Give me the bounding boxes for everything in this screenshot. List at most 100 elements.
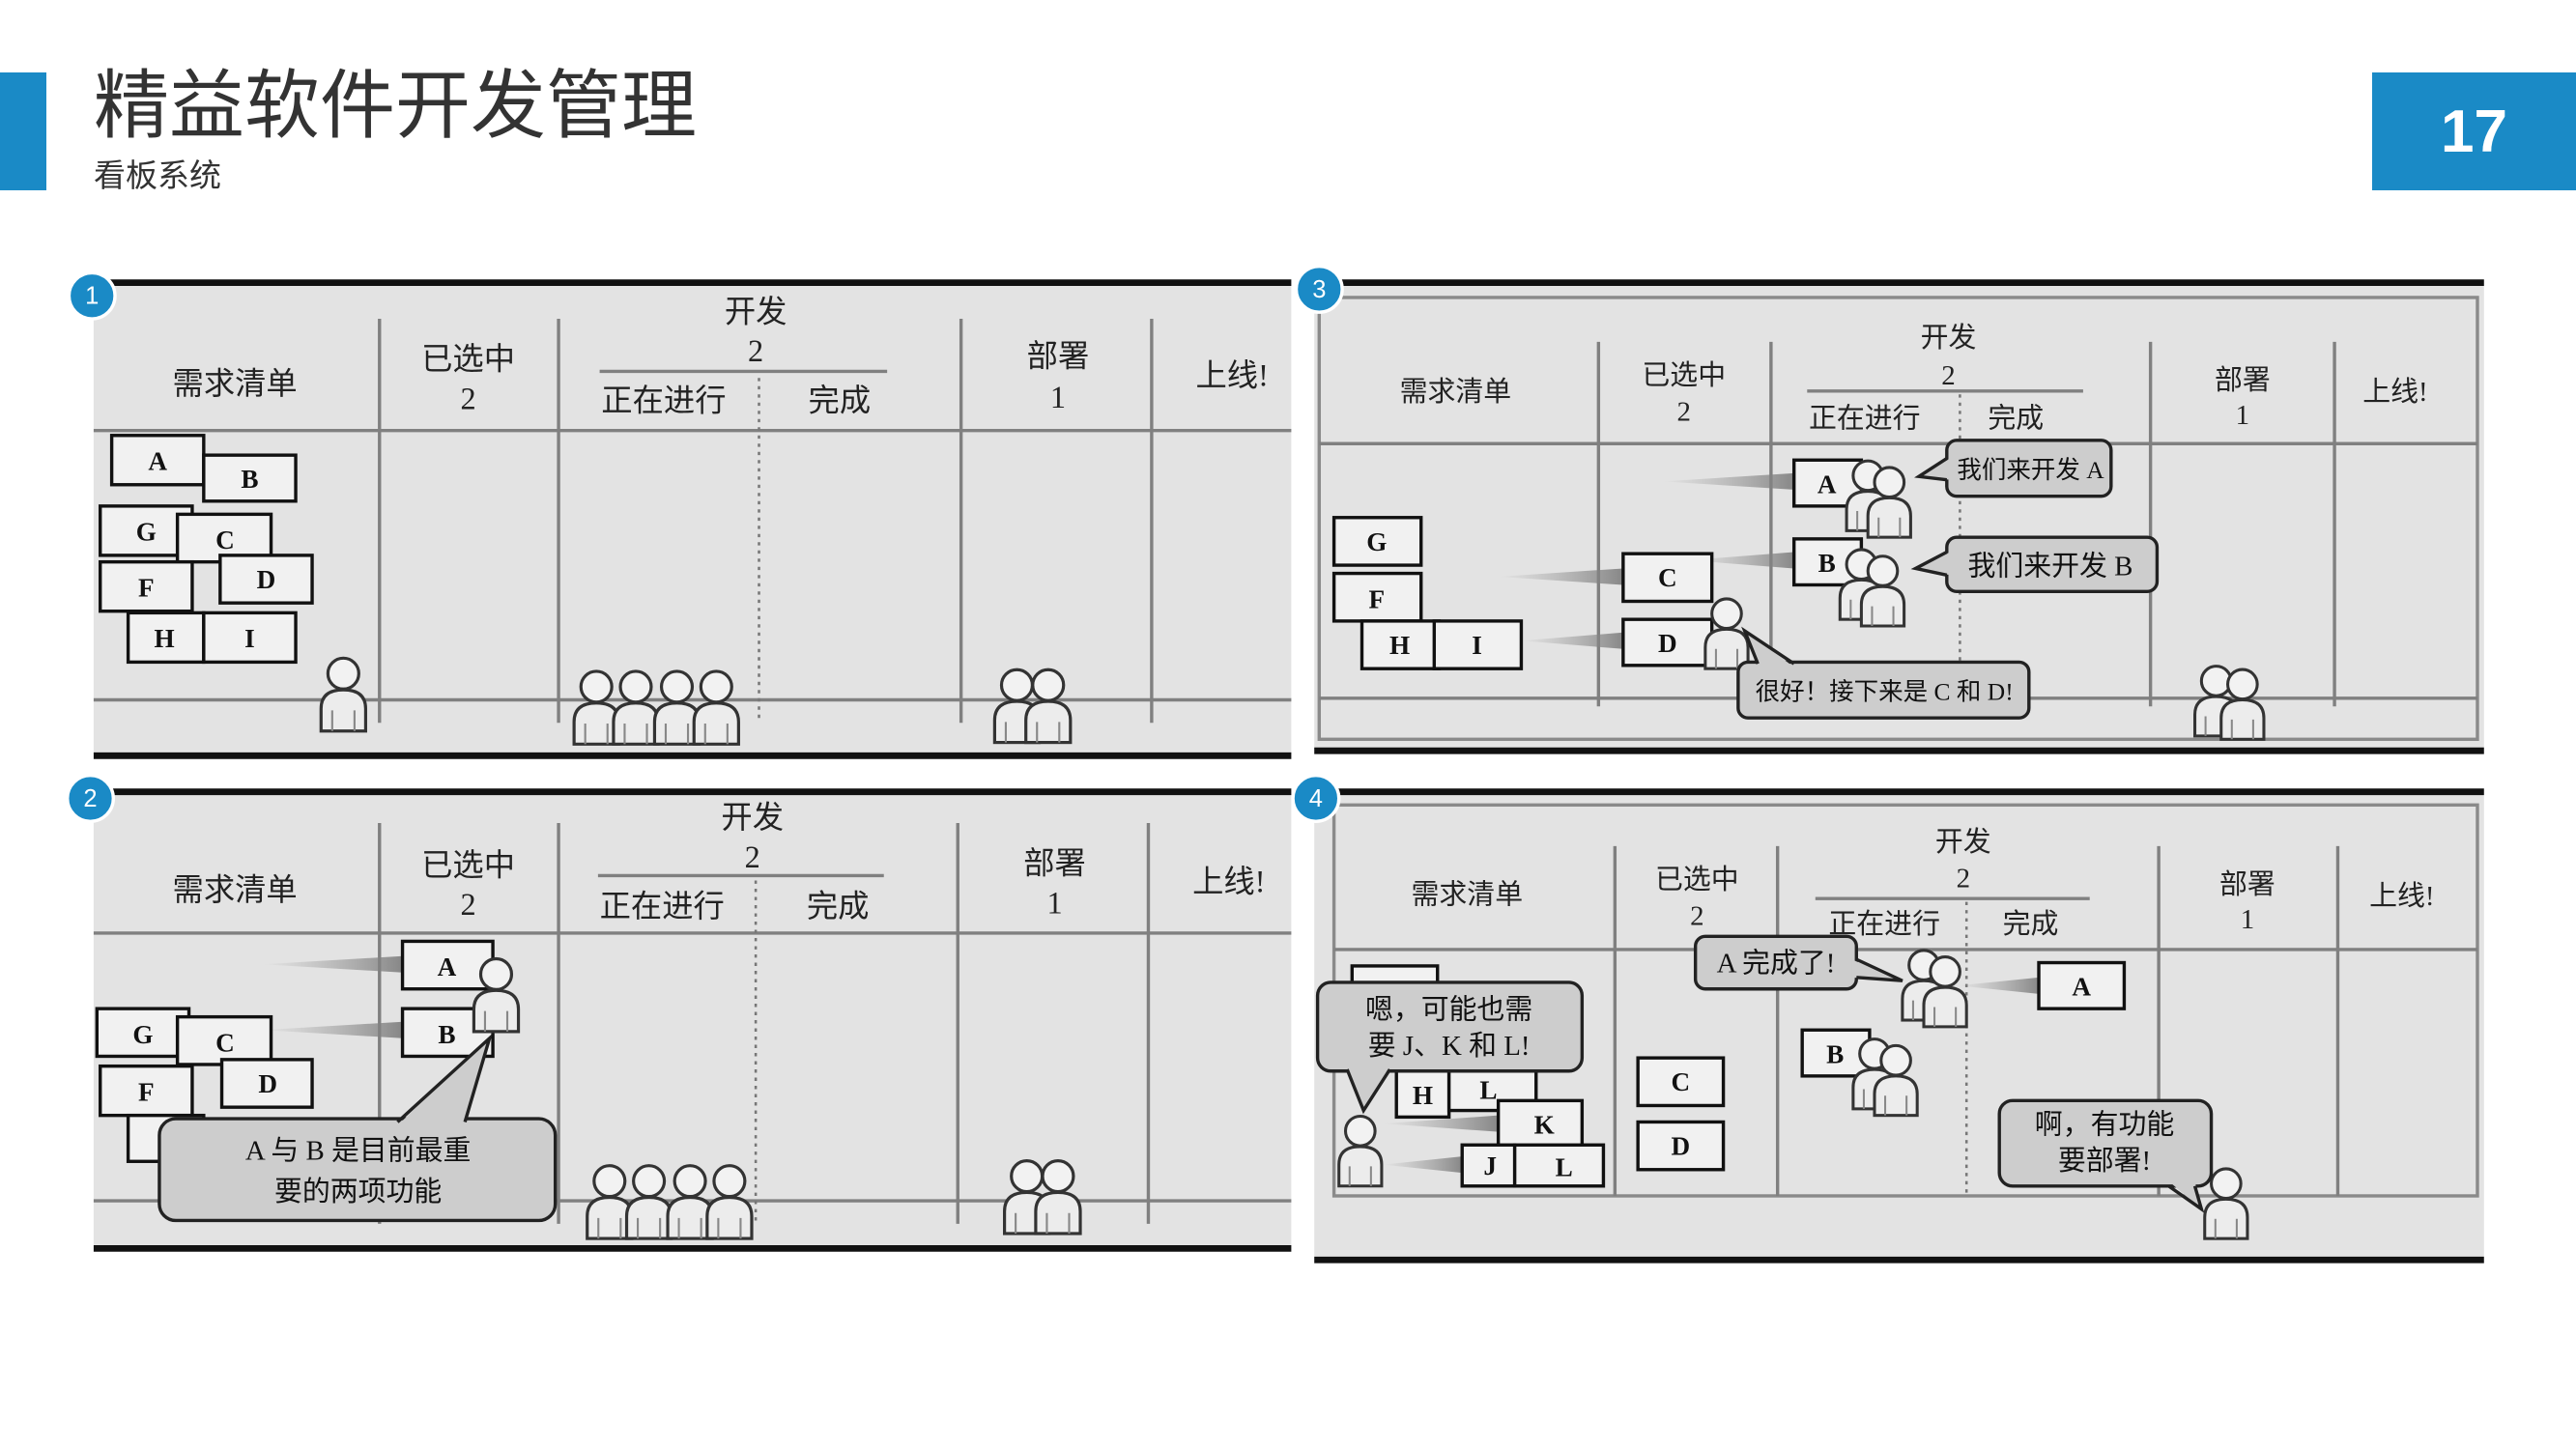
person-icon [1339,1117,1382,1186]
column-backlog: 需求清单 [1412,879,1524,910]
task-card: H [129,612,204,662]
task-card: B [204,455,296,501]
bubble-text: 很好！接下来是 C 和 D! [1756,677,2014,705]
card-label: H [154,624,174,653]
card-label: D [258,1069,277,1098]
column-dev: 开发 [1921,323,1977,354]
panel-number-badge: 2 [68,776,114,822]
panel-2: 需求清单 已选中 2 开发 2 正在进行 完成 部署 1 上线! A B G C… [68,776,1292,1249]
bubble-text: 要部署! [2058,1146,2151,1177]
task-card: F [100,1066,192,1116]
card-label: A [1818,469,1837,498]
person-icon [587,1166,632,1238]
card-label: A [438,952,457,981]
card-label: H [1389,631,1410,660]
person-icon [1026,669,1071,742]
card-label: F [1369,584,1386,613]
card-label: D [257,565,276,594]
column-dev-limit: 2 [1941,360,1955,391]
person-icon [473,958,518,1031]
task-card: G [1334,518,1421,565]
column-dev: 开发 [721,800,784,835]
card-label: J [1483,1151,1497,1180]
task-card: D [1638,1122,1723,1169]
card-label: A [2072,973,2091,1002]
column-dev: 开发 [725,294,787,328]
panel-number: 4 [1309,785,1323,812]
person-icon [1036,1161,1080,1234]
task-card: A [112,436,204,485]
task-card: I [1434,621,1521,668]
task-card: I [204,612,296,662]
bubble-text: A 与 B 是目前最重 [245,1136,472,1167]
panel-1: 需求清单 已选中 2 开发 2 正在进行 完成 部署 1 上线! A B G C… [69,272,1291,755]
panel-number: 3 [1312,276,1326,303]
card-label: D [1672,1131,1691,1160]
column-live: 上线! [1192,864,1265,898]
task-card: G [97,1009,188,1056]
column-dev-done: 完成 [1988,403,2044,434]
column-deploy-limit: 1 [2236,400,2249,431]
panel-number-badge: 3 [1297,267,1343,313]
card-label: C [215,1028,235,1057]
column-selected: 已选中 [421,342,515,377]
column-dev-done: 完成 [807,889,870,923]
panel-3: 需求清单 已选中 2 开发 2 正在进行 完成 部署 1 上线! G F H I… [1297,267,2484,752]
person-icon [614,671,658,744]
column-selected-limit: 2 [1677,396,1691,427]
column-selected: 已选中 [1655,865,1739,895]
column-deploy-limit: 1 [1050,380,1066,414]
card-label: I [244,624,255,653]
card-label: C [215,526,235,554]
card-label: B [1818,549,1836,578]
person-icon [1924,957,1966,1027]
card-label: F [138,573,155,602]
person-icon [1868,468,1910,537]
task-card: H [1396,1071,1448,1118]
task-card: C [178,1017,272,1065]
person-icon [1705,599,1748,668]
card-label: G [1366,527,1387,556]
column-deploy: 部署 [1023,846,1086,881]
card-label: F [138,1077,155,1106]
column-live: 上线! [1196,358,1269,393]
bubble-text: 我们来开发 A [1957,456,2104,484]
column-selected: 已选中 [1642,360,1726,391]
card-label: D [1658,629,1677,658]
column-deploy: 部署 [2219,869,2275,900]
column-backlog: 需求清单 [173,872,298,907]
bubble-text: 我们来开发 B [1967,551,2132,582]
column-deploy-limit: 1 [2241,904,2254,935]
speech-bubble: 我们来开发 A [1919,440,2111,497]
person-icon [707,1166,752,1238]
column-dev-done: 完成 [2003,909,2059,940]
person-icon [694,671,738,744]
card-label: C [1672,1067,1691,1096]
card-label: H [1413,1081,1433,1110]
column-backlog: 需求清单 [1400,377,1512,408]
column-selected-limit: 2 [460,887,475,922]
person-icon [1861,556,1903,626]
task-card: D [1623,619,1712,666]
column-backlog: 需求清单 [173,366,298,401]
column-dev-ongoing: 正在进行 [601,383,726,417]
card-label: L [1479,1076,1497,1105]
bubble-text: A 完成了! [1717,949,1836,980]
card-label: C [1658,563,1677,592]
column-dev-limit: 2 [745,839,760,874]
card-label: G [132,1020,153,1049]
panel-number: 1 [85,283,99,310]
card-label: B [1826,1039,1844,1068]
column-live: 上线! [2369,881,2434,912]
task-card: J [1462,1145,1514,1186]
card-label: G [136,518,157,547]
task-card: K [1499,1100,1583,1147]
column-dev-limit: 2 [748,333,763,368]
person-icon [2221,669,2264,739]
card-label: K [1534,1110,1555,1139]
task-card: D [220,555,312,603]
panel-4: 需求清单 已选中 2 开发 2 正在进行 完成 部署 1 上线! A B C D… [1293,776,2484,1261]
person-icon [1875,1045,1917,1115]
task-card: A [2039,963,2124,1009]
